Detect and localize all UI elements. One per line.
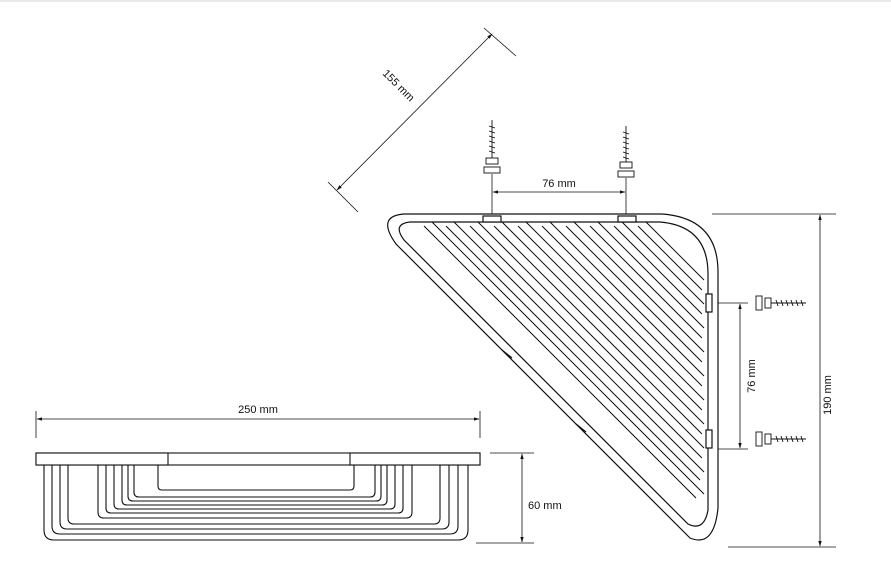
dimension-250-label: 250 mm — [238, 404, 278, 416]
screw-icon — [483, 120, 501, 174]
side-view-wire — [105, 465, 404, 514]
top-view-inner-frame — [398, 221, 709, 527]
slat — [589, 221, 705, 339]
top-mount-clip-right — [617, 215, 637, 223]
side-view-wire — [113, 465, 396, 510]
dimension-250 — [35, 411, 481, 438]
side-view-wire — [127, 465, 382, 502]
dimension-155 — [327, 27, 517, 213]
side-view-bracket-right — [349, 452, 481, 466]
slat — [541, 221, 705, 387]
top-view-slats — [423, 221, 705, 499]
slat — [565, 221, 705, 363]
slat — [613, 221, 705, 315]
side-view-wire — [97, 465, 413, 519]
side-view-wire — [43, 465, 469, 541]
dimension-76-side — [718, 302, 748, 450]
dimension-60 — [476, 452, 534, 544]
dimension-155-label: 155 mm — [380, 68, 417, 105]
dimension-60-label: 60 mm — [528, 500, 562, 512]
side-view-wire — [133, 465, 376, 498]
slat — [493, 221, 705, 435]
side-view-wire — [51, 465, 459, 535]
dimension-190-label: 190 mm — [822, 375, 834, 415]
top-view — [387, 213, 719, 541]
side-view-wire — [59, 465, 450, 530]
top-view-outer-frame — [387, 213, 719, 541]
dimension-76-top — [491, 174, 627, 214]
side-view-wire — [121, 465, 388, 506]
screw-icon — [755, 431, 806, 447]
dimension-190 — [712, 213, 836, 548]
slat — [423, 221, 705, 499]
slat — [469, 221, 705, 459]
dimension-76-side-label: 76 mm — [746, 359, 758, 393]
top-rule — [0, 0, 891, 2]
screw-icon — [755, 295, 806, 311]
side-view-wire — [67, 465, 441, 525]
slat — [445, 221, 705, 481]
top-mount-clip-left — [482, 215, 502, 223]
screw-icon — [617, 126, 635, 178]
hypotenuse-joint — [501, 349, 513, 359]
side-view-bracket-left — [35, 452, 169, 466]
dimension-76-top-label: 76 mm — [542, 178, 576, 190]
hypotenuse-joint — [575, 423, 587, 433]
slat — [517, 221, 705, 411]
side-mount-clip-bottom — [705, 429, 713, 449]
side-mount-clip-top — [705, 293, 713, 313]
slat — [637, 221, 705, 291]
side-view-wire — [157, 465, 355, 491]
side-view — [35, 452, 481, 541]
